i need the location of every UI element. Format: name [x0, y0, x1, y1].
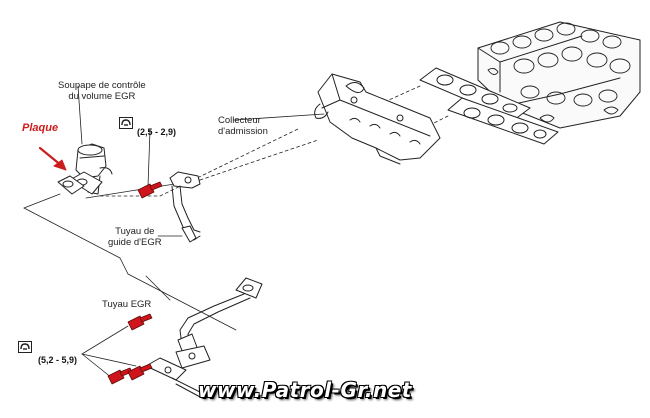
intake-manifold-label-line2: d'admission: [218, 126, 268, 137]
red-arrow-icon: [38, 146, 67, 171]
bolt-lower-1: [127, 313, 153, 331]
egr-valve-label-line2: du volume EGR: [68, 91, 136, 102]
intake-manifold-label-line1: Collecteur: [218, 115, 261, 126]
egr-valve-label: Soupape de contrôle du volume EGR: [58, 80, 146, 102]
torque-value-upper: (2,5 - 2,9): [137, 127, 177, 137]
bolt-lower-3: [127, 363, 153, 381]
egr-control-valve: [57, 143, 113, 195]
guide-tube-label: Tuyau de guide d'EGR: [108, 226, 162, 248]
cylinder-head: [477, 21, 641, 129]
egr-guide-tube: [169, 171, 201, 243]
torque-wrench-icon: [119, 117, 133, 129]
watermark: www.Patrol-Gr.net: [198, 378, 412, 402]
bolt-upper: [137, 181, 163, 199]
plaque-label: Plaque: [22, 122, 59, 134]
intake-manifold: [314, 73, 441, 165]
manifold-gaskets: [419, 67, 559, 145]
exhaust-flange: [145, 357, 211, 399]
egr-valve-label-line1: Soupape de contrôle: [58, 80, 146, 91]
leader-lines: [77, 85, 325, 379]
intake-manifold-label: Collecteur d'admission: [218, 115, 268, 137]
guide-tube-label-line1: Tuyau de: [115, 226, 155, 237]
egr-tube: [175, 277, 263, 369]
torque-value-lower: (5,2 - 5,9): [38, 355, 78, 365]
guide-tube-label-line2: guide d'EGR: [108, 237, 162, 248]
torque-wrench-icon: [18, 341, 32, 353]
bolts: [107, 181, 163, 385]
bolt-lower-2: [107, 367, 133, 385]
routing-frame: [23, 127, 319, 331]
egr-tube-label: Tuyau EGR: [102, 299, 152, 310]
